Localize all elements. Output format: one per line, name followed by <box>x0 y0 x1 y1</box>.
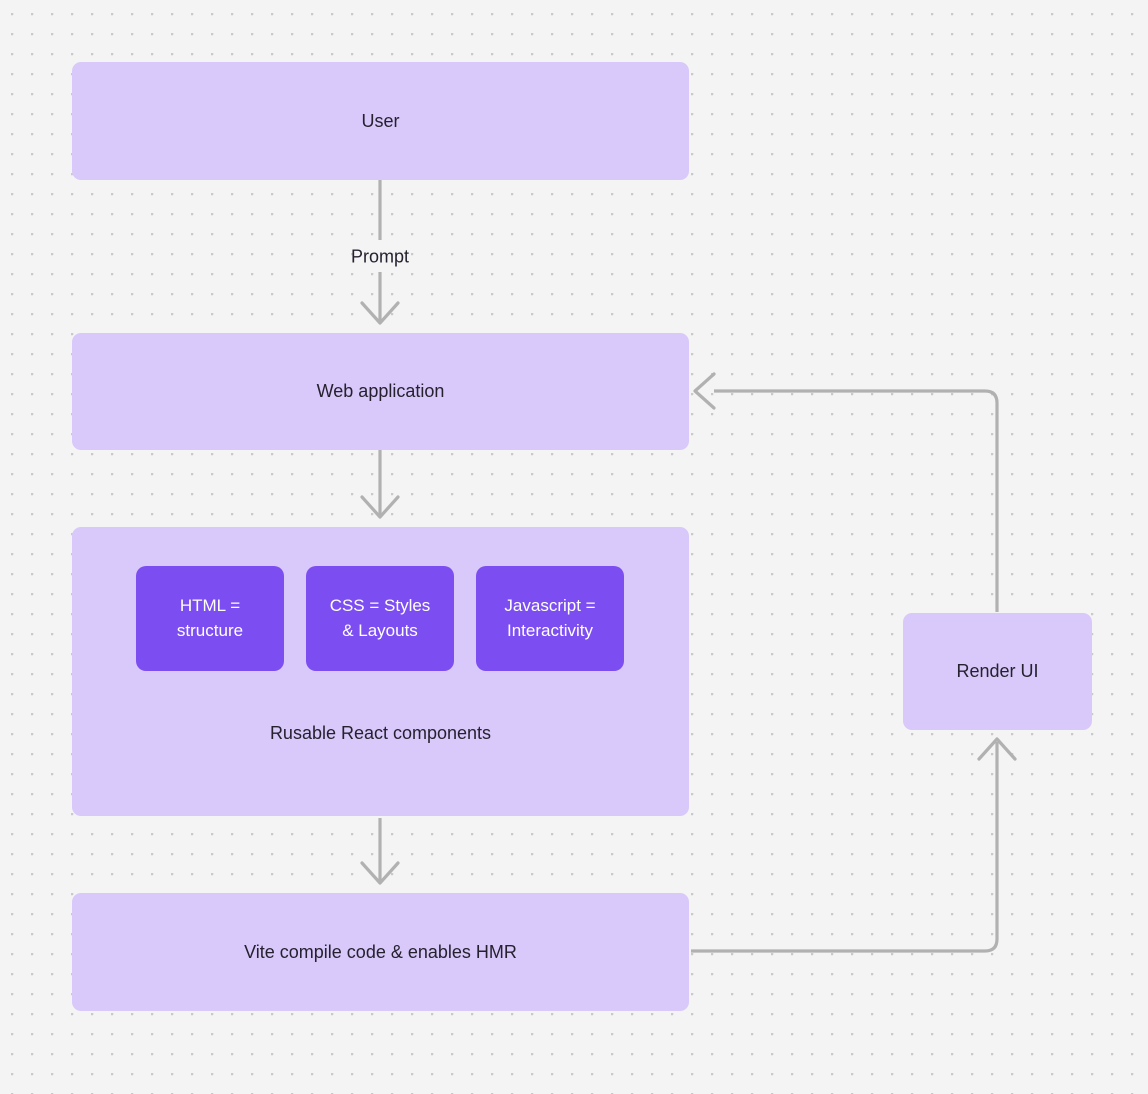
node-web-application[interactable]: Web application <box>72 333 689 450</box>
edge-components-to-vite-arrowhead <box>360 861 400 885</box>
node-render-ui-label: Render UI <box>956 661 1039 682</box>
node-html-block-line1: HTML = <box>179 595 241 615</box>
edge-vite-to-render-line <box>691 742 999 953</box>
node-javascript-block[interactable]: Javascript = Interactivity <box>476 566 624 671</box>
edge-label-prompt: Prompt <box>350 246 410 267</box>
node-components-group-label: Rusable React components <box>269 723 492 743</box>
node-user[interactable]: User <box>72 62 689 180</box>
node-css-block-line1: CSS = Styles <box>329 595 431 615</box>
node-components-group[interactable]: HTML = structure CSS = Styles & Layouts … <box>72 527 689 816</box>
node-css-block-line2: & Layouts <box>342 620 418 640</box>
edge-render-to-web-line <box>714 389 999 612</box>
node-javascript-block-line2: Interactivity <box>507 620 593 640</box>
edge-user-to-web-arrowhead <box>360 301 400 325</box>
node-css-block[interactable]: CSS = Styles & Layouts <box>306 566 454 671</box>
node-vite-label: Vite compile code & enables HMR <box>244 941 517 962</box>
node-user-label: User <box>361 110 400 131</box>
node-javascript-block-line1: Javascript = <box>504 595 596 615</box>
node-render-ui[interactable]: Render UI <box>903 613 1092 730</box>
edge-vite-to-render-arrowhead <box>977 737 1017 761</box>
edge-render-to-web-arrowhead <box>693 372 716 410</box>
node-html-block-line2: structure <box>176 620 244 640</box>
node-html-block[interactable]: HTML = structure <box>136 566 284 671</box>
node-vite[interactable]: Vite compile code & enables HMR <box>72 893 689 1011</box>
edge-web-to-components-arrowhead <box>360 495 400 519</box>
node-web-application-label: Web application <box>316 381 445 402</box>
